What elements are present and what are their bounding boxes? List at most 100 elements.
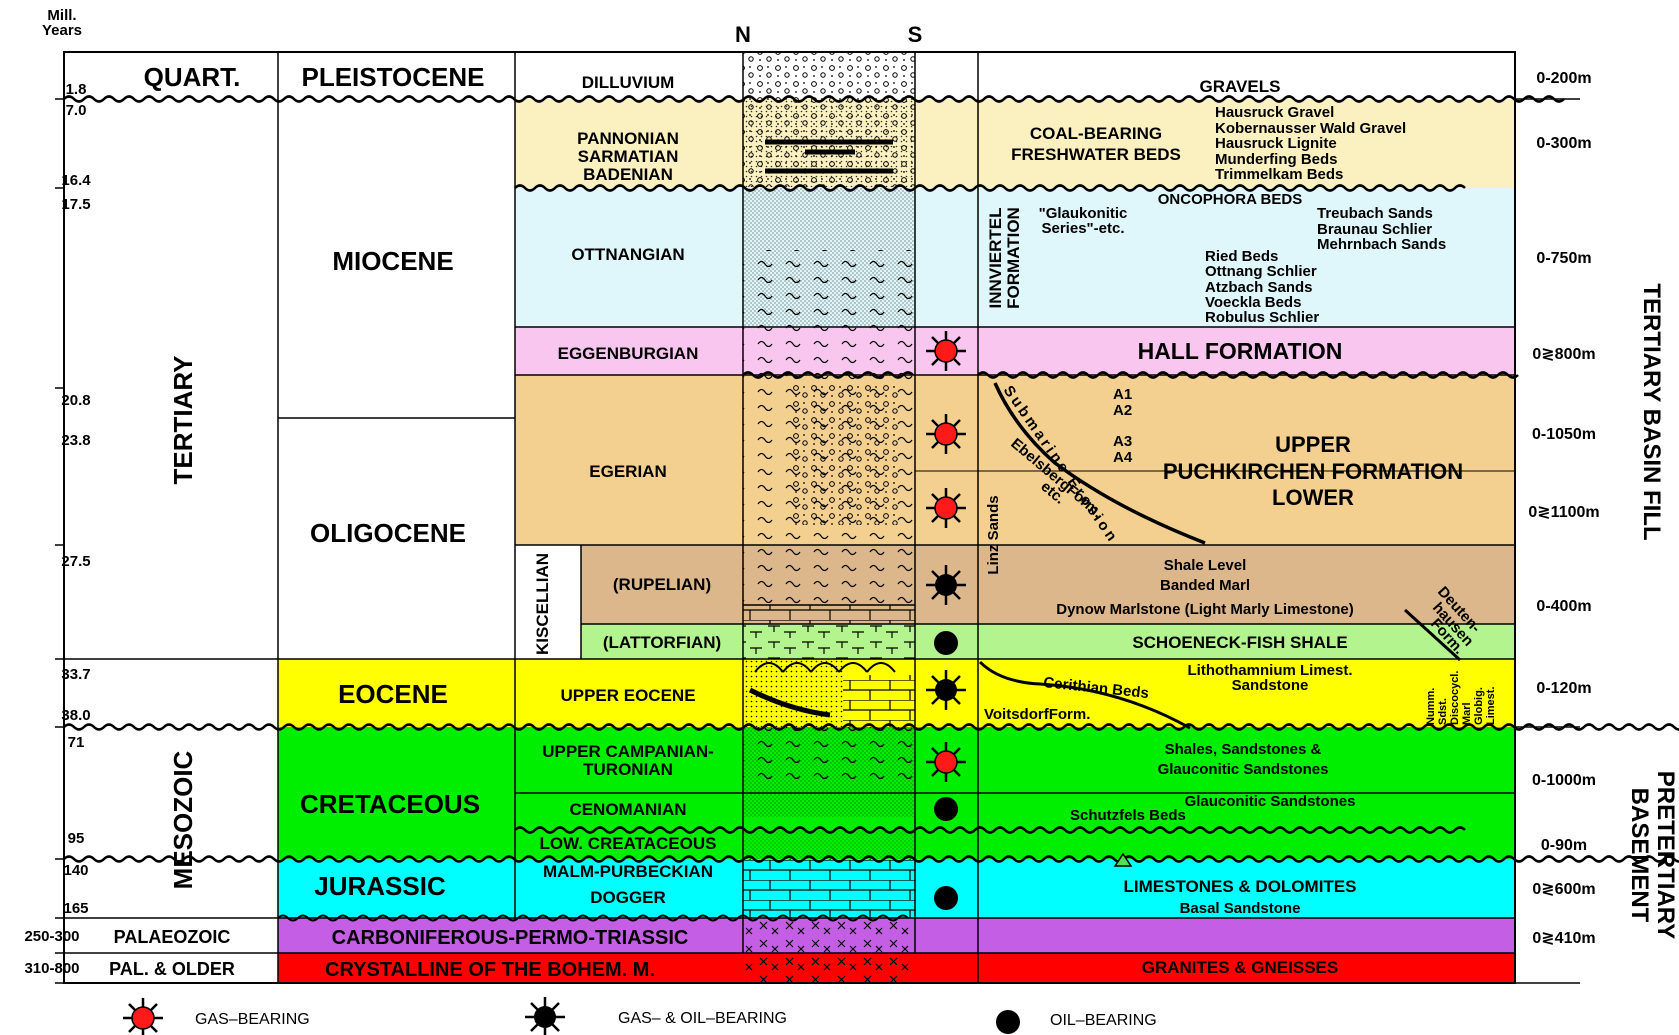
epoch-pleistocene: PLEISTOCENE (301, 62, 484, 92)
thickness-label: 0-400m (1536, 598, 1591, 615)
age-label: 20.8 (61, 392, 90, 409)
oil-bearing-icon (934, 797, 958, 821)
age-label: 7.0 (66, 102, 87, 119)
header: Mill. Years N S (42, 7, 922, 47)
formation-granites: GRANITES & GNEISSES (1142, 958, 1338, 977)
epoch-cretaceous: CRETACEOUS (300, 789, 480, 819)
gas-bearing-icon (926, 742, 966, 782)
thickness-label: 0-300m (1536, 135, 1591, 152)
stage-eggenburgian: EGGENBURGIAN (558, 344, 699, 363)
formation-basal: Basal Sandstone (1180, 900, 1301, 917)
formation-numm-4: Marl (1461, 702, 1473, 725)
formation-schoeneck: SCHOENECK-FISH SHALE (1132, 633, 1347, 652)
formation-hausruck-lignite: Hausruck Lignite (1215, 135, 1337, 152)
legend-gas-label: GAS–BEARING (195, 1011, 310, 1028)
formation-voitsdorf: VoitsdorfForm. (984, 706, 1090, 723)
epoch-oligocene: OLIGOCENE (310, 518, 466, 548)
formation-numm-1: Numm. (1425, 688, 1437, 725)
formation-glauconitic: Glauconitic Sandstones (1185, 793, 1356, 810)
side-label-pretertiary: PRETERTIARY (1652, 771, 1679, 939)
stage-pannonian: PANNONIAN (577, 129, 679, 148)
stage-campanian-1: UPPER CAMPANIAN- (542, 742, 714, 761)
gas-oil-bearing-icon (926, 565, 966, 605)
formation-trimmelkam: Trimmelkam Beds (1215, 166, 1343, 183)
legend-gas-icon (123, 998, 163, 1035)
stage-dilluvium: DILLUVIUM (582, 73, 675, 92)
formation-hausruck-gravel: Hausruck Gravel (1215, 104, 1334, 121)
formation-upper: UPPER (1275, 432, 1351, 457)
formation-hall: HALL FORMATION (1138, 338, 1343, 364)
age-label: 27.5 (61, 553, 90, 570)
thickness-label: 0-1050m (1532, 426, 1596, 443)
side-labels: TERTIARY BASIN FILL PRETERTIARY BASEMENT (1626, 283, 1679, 939)
formation-dynow: Dynow Marlstone (Light Marly Limestone) (1056, 601, 1354, 618)
stage-low-cretaceous: LOW. CREATACEOUS (540, 834, 717, 853)
thickness-label: 0-200m (1536, 70, 1591, 87)
formation-glauk-2: Series"-etc. (1042, 220, 1125, 237)
stage-badenian: BADENIAN (583, 165, 673, 184)
era-palaeozoic: PALAEOZOIC (114, 927, 231, 947)
gas-bearing-icon (926, 488, 966, 528)
stage-ottnangian: OTTNANGIAN (571, 245, 684, 264)
thickness-label: 0≷410m (1532, 930, 1595, 947)
stage-kiscellian: KISCELLIAN (533, 553, 552, 655)
age-label: 1.8 (66, 81, 87, 98)
formation-treubach: Treubach Sands (1317, 205, 1433, 222)
legend: GAS–BEARING GAS– & OIL–BEARING OIL–BEARI… (123, 997, 1157, 1035)
gas-bearing-icon (926, 414, 966, 454)
formation-a3: A3 (1113, 433, 1132, 450)
thickness-label: 0≷600m (1532, 881, 1595, 898)
thickness-label: 0-90m (1541, 837, 1587, 854)
formation-schutzfels: Schutzfels Beds (1070, 807, 1186, 824)
age-labels: 1.8 7.0 16.4 17.5 20.8 23.8 27.5 33.7 38… (24, 81, 91, 977)
era-tertiary: TERTIARY (168, 355, 198, 484)
thickness-label: 0≷1100m (1528, 504, 1599, 521)
stage-malm: MALM-PURBECKIAN (543, 862, 713, 881)
thickness-label: 0≷800m (1532, 346, 1595, 363)
oil-bearing-icon (934, 886, 958, 910)
north-label: N (735, 22, 751, 47)
stage-upper-eocene: UPPER EOCENE (560, 686, 695, 705)
age-label: 250-300 (24, 928, 79, 945)
side-label-tertiary-basin-fill: TERTIARY BASIN FILL (1638, 283, 1665, 540)
legend-oil-icon (996, 1010, 1020, 1034)
age-label: 95 (68, 830, 85, 847)
age-label: 71 (68, 734, 85, 751)
thickness-label: 0-120m (1536, 680, 1591, 697)
legend-gas-oil-icon (525, 997, 565, 1035)
formation-shales-2: Glauconitic Sandstones (1158, 761, 1329, 778)
formation-shales-1: Shales, Sandstones & (1165, 741, 1322, 758)
age-label: 17.5 (61, 196, 90, 213)
age-label: 165 (63, 900, 88, 917)
south-label: S (908, 22, 923, 47)
formation-mehrnbach: Mehrnbach Sands (1317, 236, 1446, 253)
age-label: 140 (63, 862, 88, 879)
epoch-crystalline: CRYSTALLINE OF THE BOHEM. M. (325, 959, 655, 981)
formation-numm-3: Discocycl. (1449, 671, 1461, 725)
stage-campanian-2: TURONIAN (583, 760, 673, 779)
axis-label-bottom: Years (42, 22, 82, 39)
formation-a1: A1 (1113, 386, 1132, 403)
formation-innviertel-2: FORMATION (1004, 207, 1023, 309)
formation-coal-1: COAL-BEARING (1030, 124, 1162, 143)
stage-lattorfian: (LATTORFIAN) (603, 633, 721, 652)
era-labels: QUART. TERTIARY MESOZOIC PALAEOZOIC PAL.… (109, 62, 240, 979)
era-quart: QUART. (144, 62, 241, 92)
legend-gas-oil-label: GAS– & OIL–BEARING (618, 1010, 787, 1027)
epoch-miocene: MIOCENE (332, 246, 453, 276)
formation-a2: A2 (1113, 402, 1132, 419)
formation-oncophora: ONCOPHORA BEDS (1158, 191, 1302, 208)
era-mesozoic: MESOZOIC (168, 750, 198, 889)
oil-bearing-icon (934, 631, 958, 655)
formation-ottnang: Ottnang Schlier (1205, 263, 1317, 280)
age-label: 38.0 (61, 707, 90, 724)
formation-limestones: LIMESTONES & DOLOMITES (1124, 877, 1357, 896)
age-label: 310-800 (24, 960, 79, 977)
thickness-label: 0-750m (1536, 250, 1591, 267)
formation-a4: A4 (1113, 449, 1133, 466)
legend-oil-label: OIL–BEARING (1050, 1012, 1157, 1029)
formation-numm-5: Globig. (1473, 687, 1485, 725)
stage-sarmatian: SARMATIAN (578, 147, 679, 166)
age-label: 33.7 (61, 666, 90, 683)
